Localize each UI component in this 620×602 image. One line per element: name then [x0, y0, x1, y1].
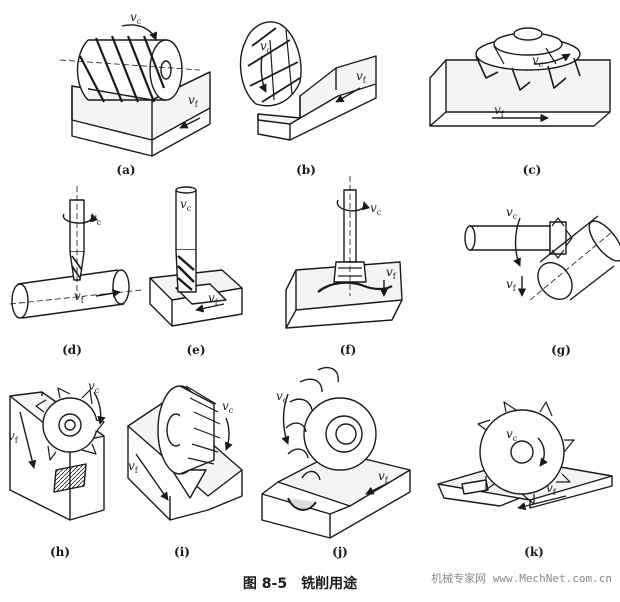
- vc-label-a: vc: [130, 10, 142, 26]
- vf-label-k: vf: [546, 481, 557, 497]
- panel-h-drawing: [9, 387, 106, 521]
- panel-label-e: (e): [187, 343, 206, 357]
- panel-label-g: (g): [551, 343, 571, 357]
- panel-label-i: (i): [174, 545, 190, 559]
- vc-label-i: vc: [222, 399, 234, 415]
- panel-label-h: (h): [50, 545, 70, 559]
- vc-label-h: vc: [88, 379, 100, 395]
- panel-labels: (a) (b) (c) (d) (e) (f) (g) (h) (i) (j) …: [50, 163, 571, 559]
- vf-label-c: vf: [494, 103, 505, 119]
- panel-k-drawing: [437, 401, 613, 511]
- figure-caption: 图 8-5 铣削用途: [243, 575, 358, 592]
- panel-f-drawing: [285, 176, 403, 329]
- panel-b-drawing: [239, 21, 377, 141]
- vc-label-j: vc: [276, 389, 288, 405]
- panel-a-drawing: [59, 24, 211, 157]
- panel-c-drawing: [429, 27, 611, 127]
- vc-label-e: vc: [180, 197, 192, 213]
- vf-label-i: vf: [128, 459, 139, 475]
- vf-label-g: vf: [506, 277, 517, 293]
- vf-label-j: vf: [378, 469, 389, 485]
- velocity-labels: vc vf vc vf vc vf vc vf vc vf vc vf vc v…: [8, 10, 557, 497]
- vc-label-g: vc: [506, 205, 518, 221]
- vf-label-a: vf: [188, 93, 199, 109]
- panel-i-drawing: [127, 385, 243, 521]
- panel-label-j: (j): [332, 545, 348, 559]
- panel-label-k: (k): [524, 545, 544, 559]
- panel-e-drawing: [149, 186, 243, 327]
- vc-label-c: vc: [532, 53, 544, 69]
- vc-label-f: vc: [370, 201, 382, 217]
- panel-label-a: (a): [116, 163, 135, 177]
- vf-label-e: vf: [208, 291, 219, 307]
- panel-label-b: (b): [296, 163, 316, 177]
- vf-label-d: vf: [74, 289, 85, 305]
- panel-label-f: (f): [340, 343, 357, 357]
- panel-label-d: (d): [62, 343, 82, 357]
- vf-label-b: vf: [356, 69, 367, 85]
- vc-label-b: vc: [260, 39, 272, 55]
- panel-g-drawing: [464, 215, 620, 301]
- vc-label-k: vc: [506, 427, 518, 443]
- panel-j-drawing: [261, 366, 411, 539]
- site-watermark: 机械专家网 www.MechNet.com.cn: [431, 571, 612, 585]
- panel-d-drawing: [9, 186, 143, 319]
- vc-label-d: vc: [90, 211, 102, 227]
- panel-label-c: (c): [523, 163, 542, 177]
- vf-label-f: vf: [386, 265, 397, 281]
- vf-label-h: vf: [8, 429, 19, 445]
